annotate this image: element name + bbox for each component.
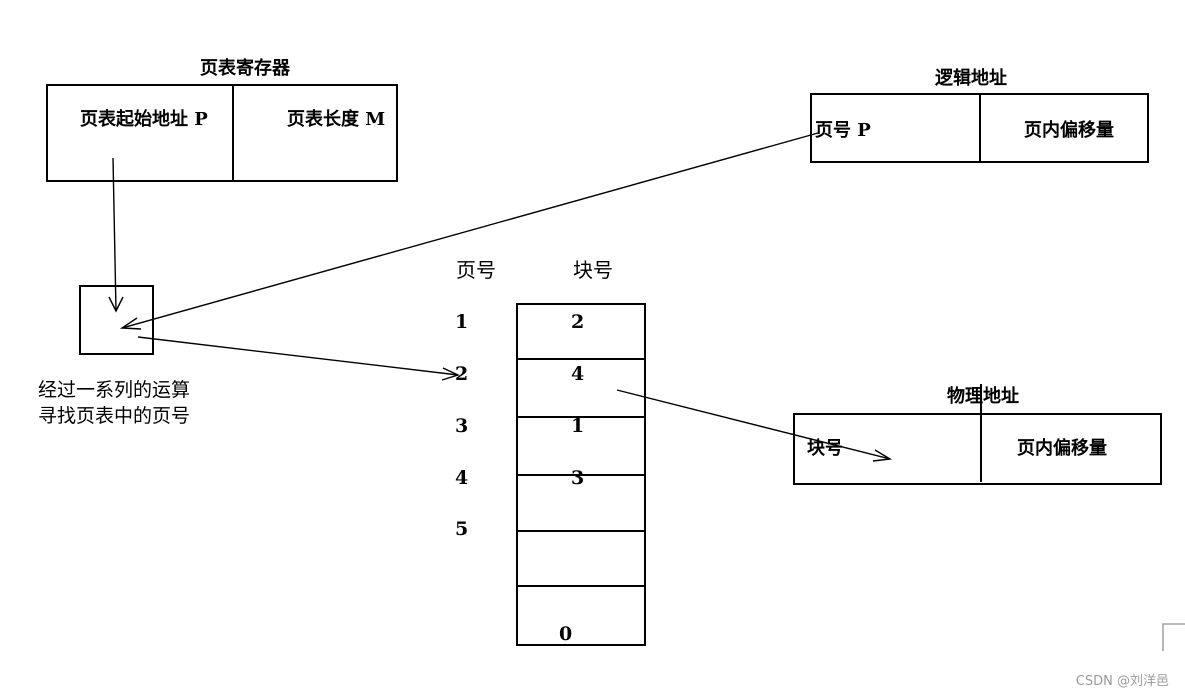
physical-offset: 页内偏移量 bbox=[1017, 438, 1107, 459]
watermark: CSDN @刘洋邑 bbox=[1075, 674, 1169, 689]
page-table-row-divider bbox=[516, 416, 646, 418]
page-number-cell: 3 bbox=[455, 415, 469, 437]
block-number-header: 块号 bbox=[573, 258, 613, 282]
page-table-register-divider bbox=[232, 84, 234, 182]
page-table-row-divider bbox=[516, 585, 646, 587]
page-number-cell: 4 bbox=[455, 467, 469, 489]
block-number-cell: 1 bbox=[571, 415, 585, 437]
block-to-physical-arrow bbox=[616, 389, 893, 462]
page-number-cell: 5 bbox=[455, 518, 469, 540]
page-number-header: 页号 bbox=[456, 258, 496, 282]
search-note-line-2: 寻找页表中的页号 bbox=[38, 405, 191, 427]
block-number-cell: 0 bbox=[559, 623, 573, 645]
register-to-computation-arrow bbox=[108, 157, 124, 313]
physical-address-title: 物理地址 bbox=[947, 386, 1019, 407]
logical-offset: 页内偏移量 bbox=[1024, 120, 1114, 141]
page-table-row-divider bbox=[516, 530, 646, 532]
page-table-register-box bbox=[46, 84, 398, 182]
logical-page-number: 页号 P bbox=[815, 120, 871, 141]
page-table-register-title: 页表寄存器 bbox=[200, 58, 290, 79]
physical-block-number: 块号 bbox=[807, 438, 843, 459]
physical-address-divider bbox=[980, 384, 982, 482]
page-table-row-divider bbox=[516, 358, 646, 360]
block-number-cell: 4 bbox=[571, 363, 585, 385]
page-table-row-divider bbox=[516, 474, 646, 476]
page-table-start-address: 页表起始地址 P bbox=[80, 109, 208, 130]
logical-address-divider bbox=[979, 93, 981, 163]
logical-page-to-computation-arrow bbox=[119, 132, 819, 330]
physical-address-box bbox=[793, 413, 1162, 485]
page-number-cell: 1 bbox=[455, 311, 469, 333]
page-number-cell: 2 bbox=[455, 363, 469, 385]
block-number-cell: 2 bbox=[571, 311, 585, 333]
search-note-line-1: 经过一系列的运算 bbox=[38, 379, 191, 401]
corner-mark bbox=[1162, 623, 1185, 651]
page-table-length: 页表长度 M bbox=[287, 109, 386, 130]
computation-to-page-table-arrow bbox=[137, 336, 460, 381]
logical-address-title: 逻辑地址 bbox=[935, 68, 1007, 89]
block-number-cell: 3 bbox=[571, 467, 585, 489]
